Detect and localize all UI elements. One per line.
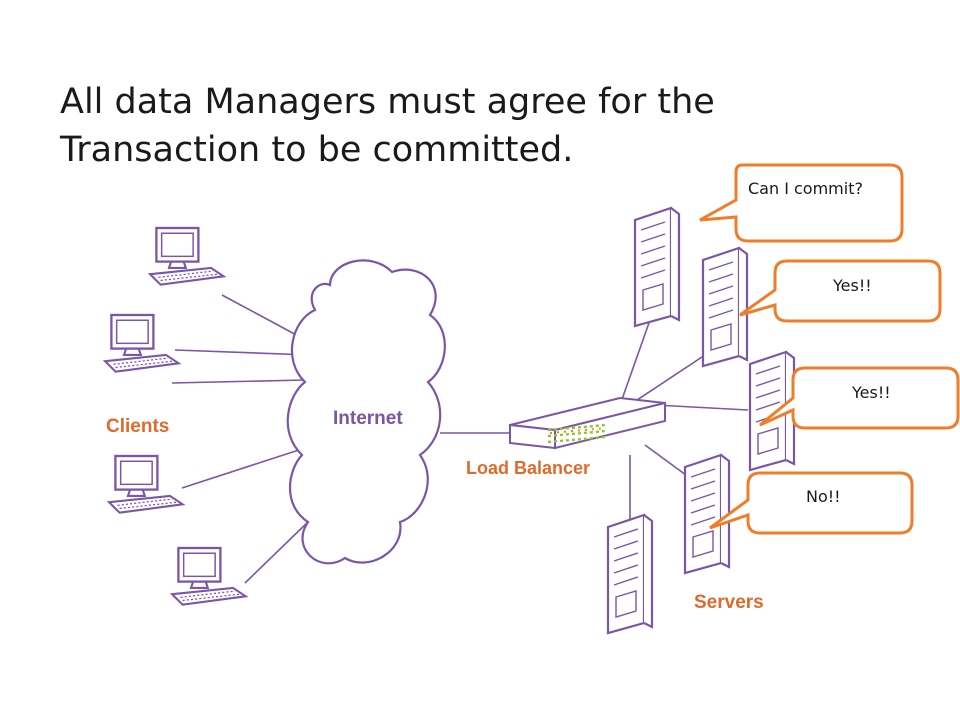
server-5 <box>606 513 654 635</box>
server-4 <box>683 453 731 575</box>
servers-label: Servers <box>694 592 764 613</box>
bubble-text-reply-2: Yes!! <box>851 383 891 402</box>
bubble-text-reply-1: Yes!! <box>832 276 872 295</box>
bubble-text-reply-3: No!! <box>806 487 841 506</box>
internet-label: Internet <box>333 408 403 429</box>
load-balancer-icon <box>509 396 666 450</box>
bubble-can-i-commit: Can I commit? <box>699 163 904 243</box>
clients-label: Clients <box>106 416 169 437</box>
bubble-no: No!! <box>709 471 914 535</box>
server-1 <box>633 206 681 328</box>
slide-title: All data Managers must agree for the Tra… <box>60 82 715 170</box>
client-computer-3 <box>107 454 184 514</box>
connection-lines <box>171 294 749 584</box>
bubble-yes-2: Yes!! <box>759 366 960 430</box>
client-computer-2 <box>103 313 180 373</box>
client-computer-1 <box>148 226 225 286</box>
bubble-yes-1: Yes!! <box>739 259 942 323</box>
server-2 <box>701 246 749 368</box>
load-balancer-label: Load Balancer <box>466 458 590 478</box>
cloud-icon <box>286 259 446 565</box>
client-computer-4 <box>170 546 247 606</box>
bubble-text-question: Can I commit? <box>748 179 863 198</box>
